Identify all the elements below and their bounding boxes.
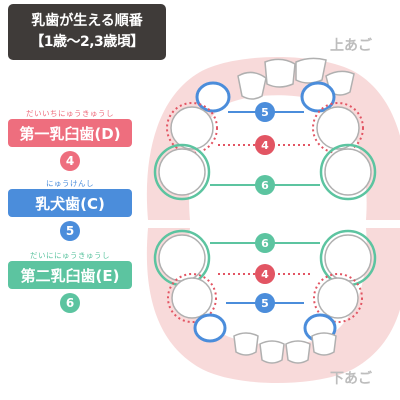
title-age-range: 【1歳～2,3歳頃】 <box>30 34 144 50</box>
legend-second-molar-order: 6 <box>60 293 80 313</box>
legend-canine-ruby: にゅうけんし <box>46 179 94 188</box>
upper-first-molars <box>166 102 364 154</box>
lower-badge-canine: 5 <box>255 293 275 313</box>
svg-text:4: 4 <box>261 268 269 281</box>
legend-canine: にゅうけんし 乳犬歯(C) 5 <box>8 178 132 241</box>
legend-first-molar-ruby: だいいちにゅうきゅうし <box>26 109 114 118</box>
legend-first-molar-label: 第一乳臼歯(D) <box>8 119 132 147</box>
svg-text:6: 6 <box>261 179 269 192</box>
lower-badge-second-molar: 6 <box>255 233 275 253</box>
svg-text:6: 6 <box>261 237 269 250</box>
upper-badge-canine: 5 <box>255 102 275 122</box>
legend-second-molar: だいににゅうきゅうし 第二乳臼歯(E) 6 <box>8 250 132 313</box>
upper-jaw: 5 4 6 <box>146 57 400 220</box>
lower-jaw: 6 4 5 <box>146 228 400 383</box>
title-box: 乳歯が生える順番 【1歳～2,3歳頃】 <box>8 4 166 60</box>
svg-text:5: 5 <box>261 297 269 310</box>
lower-jaw-label: 下あご <box>330 371 372 387</box>
svg-text:5: 5 <box>261 106 269 119</box>
upper-second-molars <box>153 143 377 201</box>
upper-canines <box>195 81 336 113</box>
legend-first-molar-order: 4 <box>60 151 80 171</box>
lower-badge-first-molar: 4 <box>255 264 275 284</box>
legend-first-molar: だいいちにゅうきゅうし 第一乳臼歯(D) 4 <box>8 108 132 171</box>
lower-gum <box>146 228 400 383</box>
lower-first-molars <box>167 273 363 323</box>
legend-second-molar-ruby: だいににゅうきゅうし <box>30 251 110 260</box>
upper-badge-second-molar: 6 <box>255 175 275 195</box>
lower-second-molars <box>153 229 377 287</box>
legend-canine-order: 5 <box>60 221 80 241</box>
upper-badge-first-molar: 4 <box>255 135 275 155</box>
upper-jaw-label: 上あご <box>330 38 372 54</box>
title-main: 乳歯が生える順番 <box>31 13 143 29</box>
svg-text:4: 4 <box>261 139 269 152</box>
legend-canine-label: 乳犬歯(C) <box>8 189 132 217</box>
lower-incisors <box>233 332 337 364</box>
legend-second-molar-label: 第二乳臼歯(E) <box>8 261 132 289</box>
